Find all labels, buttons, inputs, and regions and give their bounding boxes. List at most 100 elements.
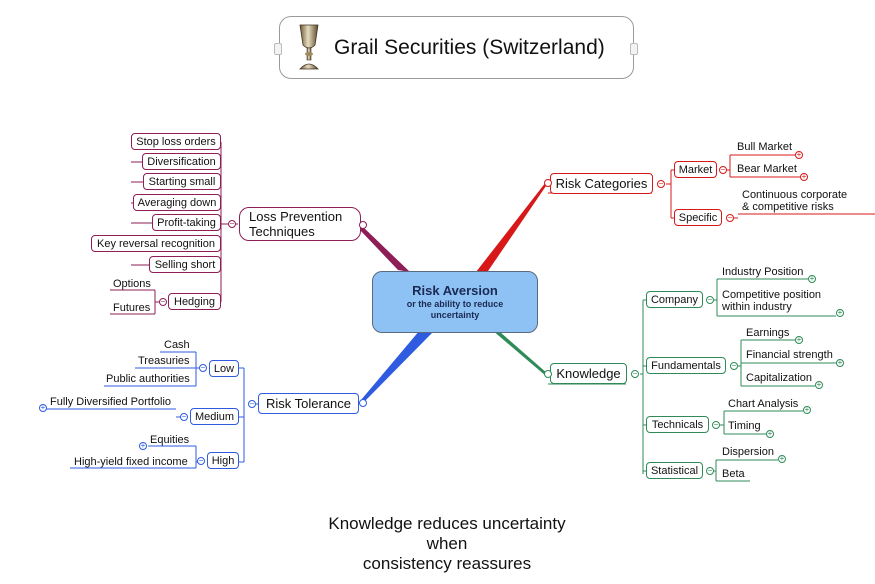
hedging-item-futures: Futures: [113, 302, 151, 314]
competitive-position-expand-icon[interactable]: +: [836, 308, 844, 317]
loss-item-label: Averaging down: [137, 196, 217, 209]
header-title-box: Grail Securities (Switzerland): [279, 16, 634, 79]
loss-item-label: Profit-taking: [157, 216, 216, 229]
timing-text: Timing: [728, 420, 761, 432]
loss-item-label: Selling short: [154, 258, 216, 271]
footer-line-1: Knowledge reduces uncertainty: [328, 514, 566, 533]
low-item-cash: Cash: [164, 339, 190, 351]
company-label: Company: [650, 293, 699, 306]
loss-item-diversification[interactable]: Diversification: [142, 153, 221, 170]
loss-prevention-node[interactable]: Loss Prevention Techniques: [239, 207, 361, 241]
branch-risk-tolerance: [361, 330, 432, 402]
company-collapse-icon[interactable]: −: [706, 295, 714, 304]
central-topic-title: Risk Aversion: [412, 283, 498, 298]
medium-node[interactable]: Medium: [190, 408, 239, 425]
hedging-item-options: Options: [113, 278, 151, 290]
company-node[interactable]: Company: [646, 291, 703, 308]
chart-analysis-text: Chart Analysis: [728, 398, 799, 410]
earnings-expand-icon[interactable]: +: [795, 335, 803, 344]
statistical-node[interactable]: Statistical: [646, 462, 703, 479]
beta-text: Beta: [722, 468, 745, 480]
loss-item-profit-taking[interactable]: Profit-taking: [152, 214, 221, 231]
statistical-collapse-icon[interactable]: −: [706, 466, 714, 475]
risk-tolerance-connector-dot: [359, 399, 367, 407]
dispersion-expand-icon[interactable]: +: [778, 454, 786, 463]
bull-market-expand-icon[interactable]: +: [795, 150, 803, 159]
equities-expand-icon[interactable]: +: [139, 441, 147, 450]
knowledge-collapse-icon[interactable]: −: [631, 369, 639, 378]
high-node[interactable]: High: [207, 452, 239, 469]
loss-item-averaging-down[interactable]: Averaging down: [133, 194, 221, 211]
high-label: High: [211, 454, 235, 467]
risk-tolerance-collapse-icon[interactable]: −: [248, 399, 256, 408]
loss-item-stop-loss[interactable]: Stop loss orders: [131, 133, 221, 150]
header-title: Grail Securities (Switzerland): [334, 36, 605, 59]
technicals-collapse-icon[interactable]: −: [712, 420, 720, 429]
grail-cup-icon: [294, 23, 324, 73]
footer-line-2: when: [426, 534, 468, 553]
header-right-handle: [630, 43, 638, 55]
risk-categories-collapse-icon[interactable]: −: [657, 179, 665, 188]
low-label: Low: [213, 362, 235, 375]
fundamentals-label: Fundamentals: [651, 359, 721, 372]
industry-position-expand-icon[interactable]: +: [808, 274, 816, 283]
central-topic-subtitle: or the ability to reduce uncertainty: [406, 299, 504, 320]
hedging-node[interactable]: Hedging: [168, 293, 221, 310]
loss-prevention-connector-dot: [359, 221, 367, 229]
knowledge-label: Knowledge: [556, 366, 621, 381]
specific-risks-text: Continuous corporate & competitive risks: [742, 189, 848, 213]
specific-node[interactable]: Specific: [674, 209, 722, 226]
risk-tolerance-label: Risk Tolerance: [265, 396, 352, 411]
loss-prevention-label: Loss Prevention Techniques: [249, 209, 343, 239]
high-collapse-icon[interactable]: −: [197, 456, 205, 465]
loss-item-starting-small[interactable]: Starting small: [143, 173, 221, 190]
fundamentals-collapse-icon[interactable]: −: [730, 361, 738, 370]
risk-tolerance-node[interactable]: Risk Tolerance: [258, 393, 359, 414]
market-label: Market: [678, 163, 713, 176]
timing-expand-icon[interactable]: +: [766, 429, 774, 438]
medium-label: Medium: [194, 410, 235, 423]
medium-item-diversified: Fully Diversified Portfolio: [50, 396, 172, 408]
high-item-equities: Equities: [150, 434, 190, 446]
earnings-text: Earnings: [746, 327, 790, 339]
low-item-public-authorities: Public authorities: [106, 373, 190, 385]
specific-collapse-icon[interactable]: −: [726, 213, 734, 222]
specific-label: Specific: [678, 211, 718, 224]
diversified-expand-icon[interactable]: +: [39, 403, 47, 412]
low-collapse-icon[interactable]: −: [199, 363, 207, 372]
financial-strength-expand-icon[interactable]: +: [836, 358, 844, 367]
medium-collapse-icon[interactable]: −: [180, 412, 188, 421]
low-node[interactable]: Low: [209, 360, 239, 377]
financial-strength-text: Financial strength: [746, 349, 833, 361]
loss-item-label: Stop loss orders: [136, 135, 216, 148]
capitalization-text: Capitalization: [746, 372, 813, 384]
market-collapse-icon[interactable]: −: [719, 165, 727, 174]
statistical-label: Statistical: [650, 464, 699, 477]
branch-loss-prevention: [359, 226, 410, 272]
capitalization-expand-icon[interactable]: +: [815, 380, 823, 389]
dispersion-text: Dispersion: [722, 446, 774, 458]
loss-prevention-collapse-icon[interactable]: −: [228, 219, 236, 228]
fundamentals-node[interactable]: Fundamentals: [646, 357, 726, 374]
knowledge-node[interactable]: Knowledge: [550, 363, 627, 384]
knowledge-connector-dot: [544, 370, 552, 378]
technicals-node[interactable]: Technicals: [646, 416, 709, 433]
bear-market-expand-icon[interactable]: +: [800, 172, 808, 181]
market-node[interactable]: Market: [674, 161, 717, 178]
risk-categories-node[interactable]: Risk Categories: [550, 173, 653, 194]
loss-item-key-reversal[interactable]: Key reversal recognition: [91, 235, 221, 252]
central-topic[interactable]: Risk Aversion or the ability to reduce u…: [372, 271, 538, 333]
loss-item-label: Starting small: [148, 175, 216, 188]
competitive-position-text: Competitive position within industry: [722, 289, 822, 313]
bear-market-text: Bear Market: [737, 163, 797, 175]
branch-knowledge: [492, 330, 548, 376]
low-item-treasuries: Treasuries: [138, 355, 190, 367]
technicals-label: Technicals: [651, 418, 704, 431]
high-item-high-yield: High-yield fixed income: [74, 456, 188, 468]
hedging-collapse-icon[interactable]: −: [159, 297, 167, 306]
header-left-handle: [274, 43, 282, 55]
bull-market-text: Bull Market: [737, 141, 793, 153]
footer-line-3: consistency reassures: [362, 554, 532, 573]
chart-analysis-expand-icon[interactable]: +: [803, 405, 811, 414]
loss-item-selling-short[interactable]: Selling short: [149, 256, 221, 273]
